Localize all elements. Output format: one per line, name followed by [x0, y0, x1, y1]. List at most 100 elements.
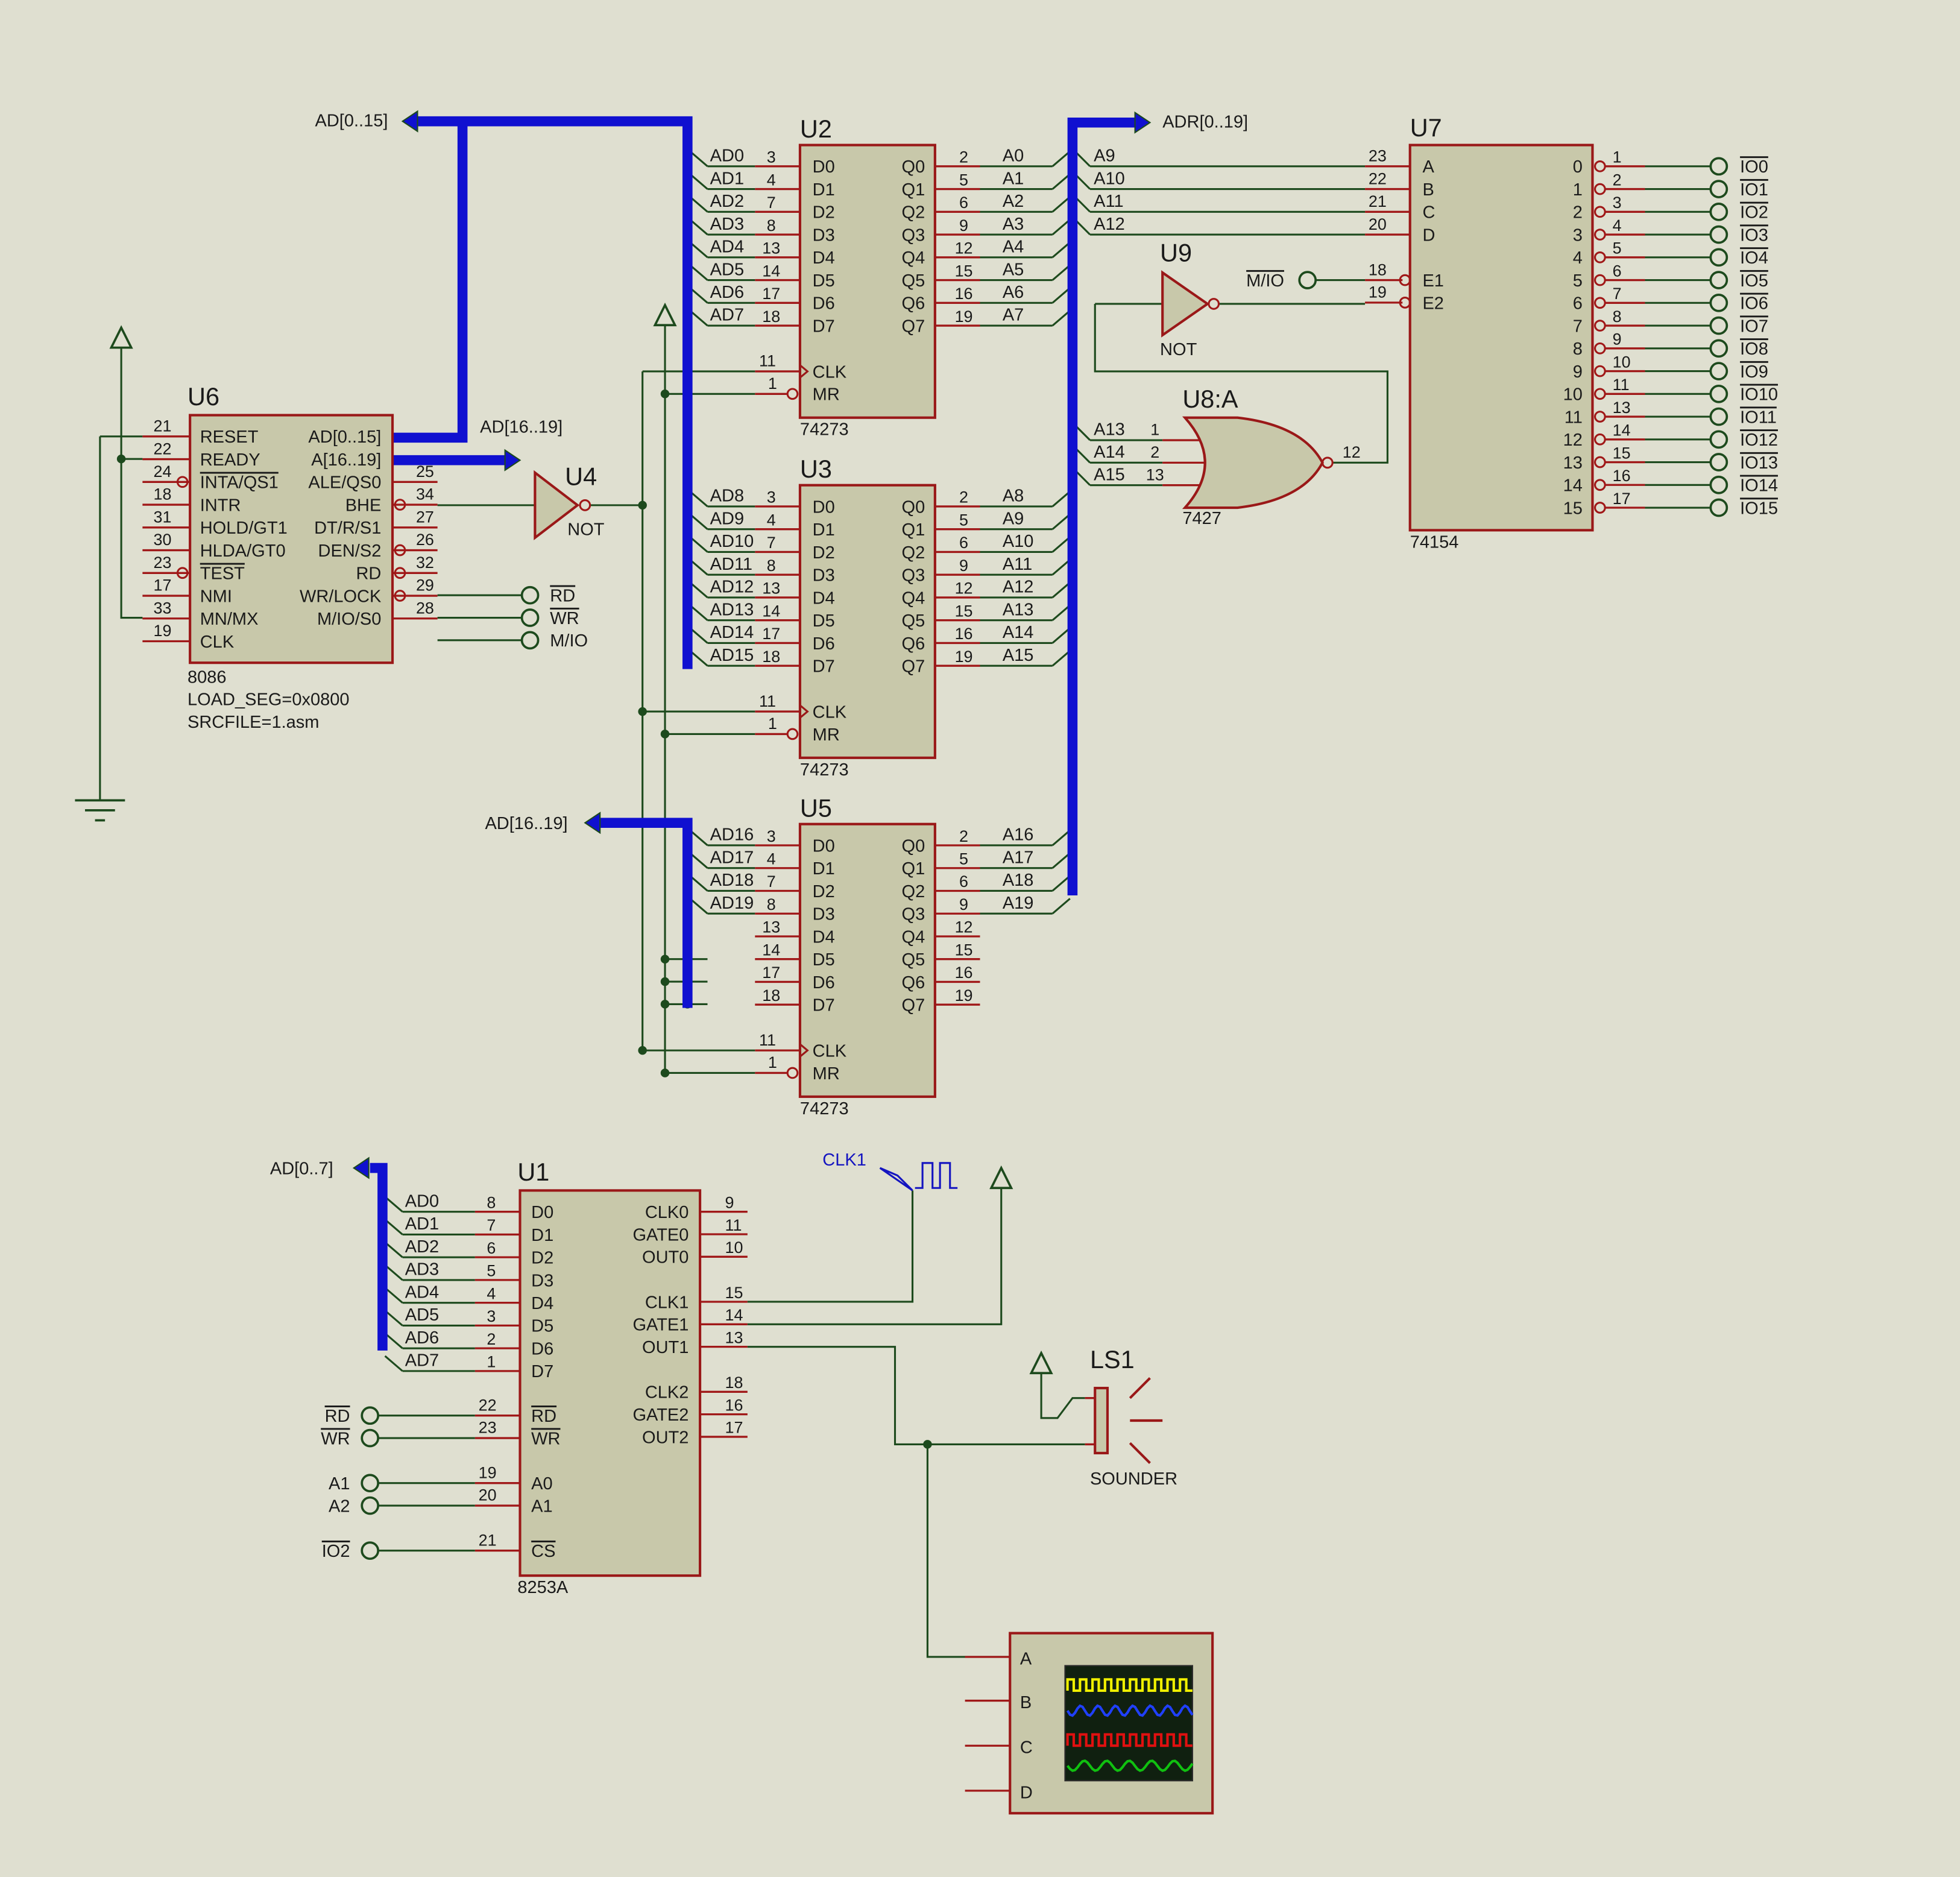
pin-number: 29	[416, 576, 434, 595]
pin-number: 3	[767, 148, 776, 166]
net-wire	[384, 1287, 403, 1304]
net-wire	[1051, 490, 1071, 508]
net-label: A6	[1003, 283, 1024, 302]
net-label: AD2	[405, 1237, 439, 1257]
clock-label: CLK1	[822, 1150, 866, 1170]
terminal-label: IO15	[1740, 499, 1778, 518]
pin-number: 1	[768, 1053, 777, 1071]
net-label: AD7	[405, 1351, 439, 1371]
terminal-label: WR	[321, 1429, 350, 1448]
net-label: A2	[1003, 192, 1024, 211]
pin-number: 16	[725, 1396, 743, 1414]
pin-number: 13	[762, 239, 780, 257]
bus-arrow	[504, 449, 522, 472]
net-label: AD5	[405, 1305, 439, 1325]
scope-channel-label: B	[1020, 1693, 1032, 1712]
terminal-label: IO10	[1740, 385, 1778, 405]
net-wire	[1051, 264, 1071, 281]
pin-number: 8	[767, 216, 776, 235]
pin-number: 16	[955, 285, 973, 303]
bus-label: ADR[0..19]	[1162, 113, 1248, 132]
terminal-circle	[1709, 475, 1728, 494]
sounder-body	[1094, 1387, 1109, 1455]
clock-edge-mark	[799, 1043, 809, 1058]
net-wire	[1051, 604, 1071, 621]
pin-number: 5	[959, 171, 968, 189]
pin-number: 18	[1369, 260, 1387, 279]
pin-label: D1	[813, 859, 835, 879]
pin-label: D2	[813, 882, 835, 901]
scope-trace-d	[1066, 1759, 1194, 1772]
net-wire	[689, 898, 708, 915]
pin-number: 24	[154, 462, 172, 481]
pin-label: MR	[813, 725, 840, 745]
u8-name: 7427	[1182, 509, 1221, 528]
latch-ref: U3	[800, 455, 832, 483]
bus-label: AD[0..7]	[270, 1159, 333, 1178]
pin-number: 1	[768, 715, 777, 733]
pin-number: 5	[959, 511, 968, 529]
pin-label: A	[1422, 157, 1434, 177]
pin-number: 12	[955, 239, 973, 257]
pin-label: Q7	[902, 317, 925, 336]
pin-label: Q0	[902, 157, 925, 177]
latch-name: 74273	[800, 1099, 849, 1118]
pin-label: 0	[1573, 157, 1583, 177]
pin-label: D3	[813, 566, 835, 585]
net-label: A4	[1003, 238, 1024, 257]
pin-number: 30	[154, 531, 172, 549]
pin-label: 7	[1573, 317, 1583, 336]
inversion-bubble	[786, 388, 799, 400]
clock-source-symbol	[879, 1167, 913, 1191]
net-wire	[1051, 559, 1071, 576]
pin-label: Q4	[902, 588, 925, 608]
pin-label: D4	[813, 927, 835, 947]
net-wire	[384, 1310, 403, 1327]
terminal-circle	[361, 1406, 380, 1425]
pin-number: 20	[1369, 215, 1387, 233]
pin-label: READY	[200, 450, 260, 470]
pin-label: D4	[813, 248, 835, 268]
pin-number: 3	[1613, 194, 1622, 212]
pin-label: D3	[813, 226, 835, 245]
latch-name: 74273	[800, 420, 849, 440]
ls1-ref: LS1	[1090, 1345, 1135, 1374]
net-label: AD17	[710, 848, 754, 867]
inversion-bubble	[1594, 206, 1606, 218]
pin-number: 13	[762, 918, 780, 936]
net-label: AD18	[710, 871, 754, 890]
terminal-circle	[520, 631, 540, 650]
pin-number: 34	[416, 485, 434, 503]
net-wire	[689, 264, 708, 281]
pin-number: 9	[959, 557, 968, 575]
pin-number: 15	[955, 941, 973, 959]
net-wire	[384, 1333, 403, 1349]
terminal-circle	[1709, 316, 1728, 335]
pin-number: 8	[487, 1193, 496, 1211]
pin-number: 11	[759, 692, 776, 710]
u9-name: NOT	[1160, 340, 1197, 359]
inversion-bubble	[1594, 342, 1606, 355]
pin-label: DT/R/S1	[314, 519, 381, 538]
net-wire	[1051, 875, 1071, 892]
pin-label: D1	[813, 180, 835, 200]
terminal-circle	[1709, 453, 1728, 472]
net-label: AD4	[405, 1282, 439, 1302]
pin-label: D6	[813, 973, 835, 992]
pin-label: Q6	[902, 634, 925, 654]
pin-number: 7	[767, 534, 776, 552]
pin-label: Q6	[902, 294, 925, 314]
pin-label: CLK1	[645, 1293, 689, 1312]
pin-label: CLK0	[645, 1203, 689, 1222]
terminal-label: IO8	[1740, 339, 1768, 359]
pin-label: Q3	[902, 566, 925, 585]
pin-label: D0	[813, 497, 835, 517]
pin-number: 22	[479, 1396, 497, 1414]
pin-number: 2	[959, 148, 968, 166]
net-wire	[1040, 1373, 1085, 1419]
net-wire	[120, 347, 143, 619]
terminal-label: IO1	[1740, 180, 1768, 200]
pin-label: E1	[1422, 271, 1443, 291]
terminal-circle	[1709, 293, 1728, 312]
